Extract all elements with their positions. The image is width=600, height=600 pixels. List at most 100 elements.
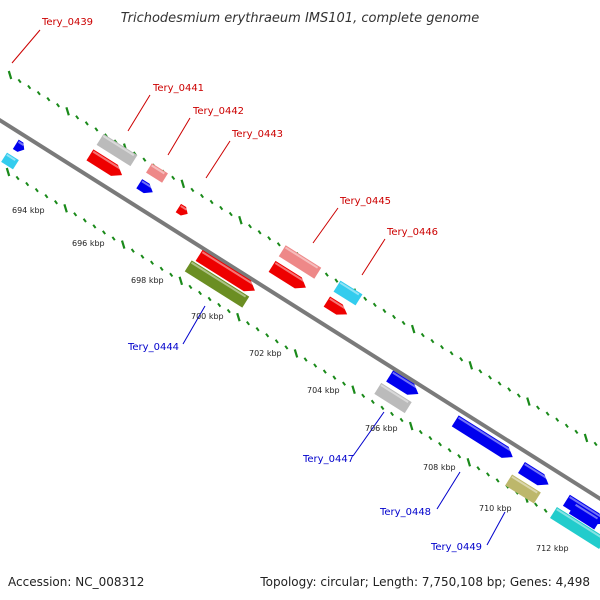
gene-label-tery-0448[interactable]: Tery_0448 (379, 507, 431, 518)
upper-scale-tick (36, 90, 41, 96)
gene-feature-highlight (569, 496, 600, 520)
gene-label-tery-0446[interactable]: Tery_0446 (386, 227, 438, 238)
lower-scale-tick (476, 466, 481, 471)
topology-text: Topology: circular; Length: 7,750,108 bp… (259, 575, 590, 589)
lower-scale-tick (303, 357, 308, 362)
upper-scale-tick (190, 187, 195, 193)
upper-scale-tick (65, 106, 70, 116)
upper-scale-tick (171, 175, 176, 181)
lower-scale-tick (92, 224, 97, 229)
lower-scale-tick (543, 508, 548, 513)
gene-feature (136, 179, 153, 194)
gene-label-tery-0444[interactable]: Tery_0444 (127, 342, 179, 353)
genome-backbone (0, 117, 600, 502)
upper-scale-tick (526, 397, 531, 406)
gene-label-tery-0442[interactable]: Tery_0442 (192, 106, 244, 117)
lower-scale-tick (102, 230, 106, 235)
upper-scale-tick (545, 411, 550, 416)
upper-scale-tick (420, 332, 425, 338)
gene-feature-body (451, 415, 513, 458)
gene-feature-highlight (180, 205, 188, 211)
gene-feature-highlight (17, 141, 25, 146)
lower-scale-tick (389, 411, 395, 417)
gene-feature-body (1, 152, 19, 170)
lower-scale-tick (15, 175, 20, 181)
gene-feature-body (568, 502, 600, 530)
gene-feature (184, 260, 250, 308)
lower-scale-tick (169, 272, 174, 278)
upper-scale-tick (555, 417, 560, 422)
lower-scale-tick (111, 236, 116, 241)
leader-line (436, 471, 461, 510)
leader-line (127, 94, 151, 132)
gene-feature (195, 249, 256, 292)
upper-scale-tick (257, 230, 262, 235)
upper-scale-tick (142, 157, 147, 162)
gene-features (1, 133, 600, 549)
gene-label-tery-0441[interactable]: Tery_0441 (152, 83, 204, 94)
upper-scale-tick (46, 96, 51, 102)
gene-feature-highlight (556, 508, 600, 539)
lower-scale-tick (188, 284, 193, 290)
leader-line (167, 117, 191, 156)
lower-scale-tick (351, 385, 356, 395)
gene-feature-body (505, 474, 541, 504)
upper-scale-tick (363, 296, 368, 301)
gene-feature (96, 133, 138, 167)
gene-label-tery-0443[interactable]: Tery_0443 (231, 129, 283, 140)
gene-feature-highlight (524, 463, 549, 480)
gene-feature (278, 245, 322, 279)
gene-feature-body (175, 203, 188, 216)
upper-scale-tick (535, 405, 541, 410)
gene-feature (374, 382, 412, 414)
leader-line (352, 411, 385, 457)
lower-scale-tick (399, 417, 404, 423)
lower-scale-tick (140, 254, 145, 259)
upper-scale-tick (209, 199, 214, 205)
leader-line (361, 238, 386, 276)
upper-scale-tick (391, 314, 397, 320)
gene-feature-body (268, 260, 306, 289)
leader-line (11, 29, 41, 64)
gene-label-tery-0449[interactable]: Tery_0449 (430, 542, 482, 553)
upper-scale-tick (7, 70, 13, 80)
upper-scale-tick (439, 344, 445, 350)
scale-label: 712 kbp (536, 544, 569, 553)
lower-scale-tick (130, 248, 135, 253)
upper-scale-tick (593, 441, 598, 447)
lower-scale-tick (265, 333, 270, 338)
gene-feature-highlight (102, 135, 135, 157)
gene-feature-highlight (141, 180, 153, 189)
gene-feature-body (333, 280, 363, 306)
gene-label-tery-0447[interactable]: Tery_0447 (302, 454, 354, 465)
gene-label-tery-0445[interactable]: Tery_0445 (339, 196, 391, 207)
lower-scale-tick (485, 472, 491, 477)
gene-feature (268, 260, 307, 289)
gene-feature (505, 474, 541, 504)
scale-label: 710 kbp (479, 504, 512, 513)
gene-feature-body (136, 179, 153, 194)
gene-feature-highlight (274, 262, 307, 284)
gene-label-tery-0439[interactable]: Tery_0439 (41, 17, 93, 28)
upper-scale-tick (487, 375, 493, 380)
lower-scale-tick (428, 435, 433, 441)
lower-scale-tick (447, 448, 452, 453)
scale-label: 704 kbp (307, 386, 340, 395)
upper-scale-tick (516, 393, 521, 398)
lower-scale-tick (466, 457, 472, 467)
lower-scale-tick (380, 405, 385, 411)
lower-scale-tick (293, 349, 299, 358)
lower-scale-tick (63, 203, 68, 213)
lower-scale-tick (159, 266, 164, 271)
lower-scale-tick (150, 260, 154, 265)
gene-labels: Tery_0439 Tery_0441 Tery_0442 Tery_0443 … (41, 17, 482, 553)
gene-feature-highlight (92, 150, 123, 171)
upper-scale-tick (459, 357, 464, 362)
upper-scale-tick (401, 320, 406, 326)
upper-scale-tick (55, 103, 61, 108)
lower-scale-tick (361, 393, 366, 398)
gene-feature-body (517, 461, 549, 486)
upper-scale-tick (324, 272, 329, 277)
upper-scale-tick (507, 387, 512, 392)
